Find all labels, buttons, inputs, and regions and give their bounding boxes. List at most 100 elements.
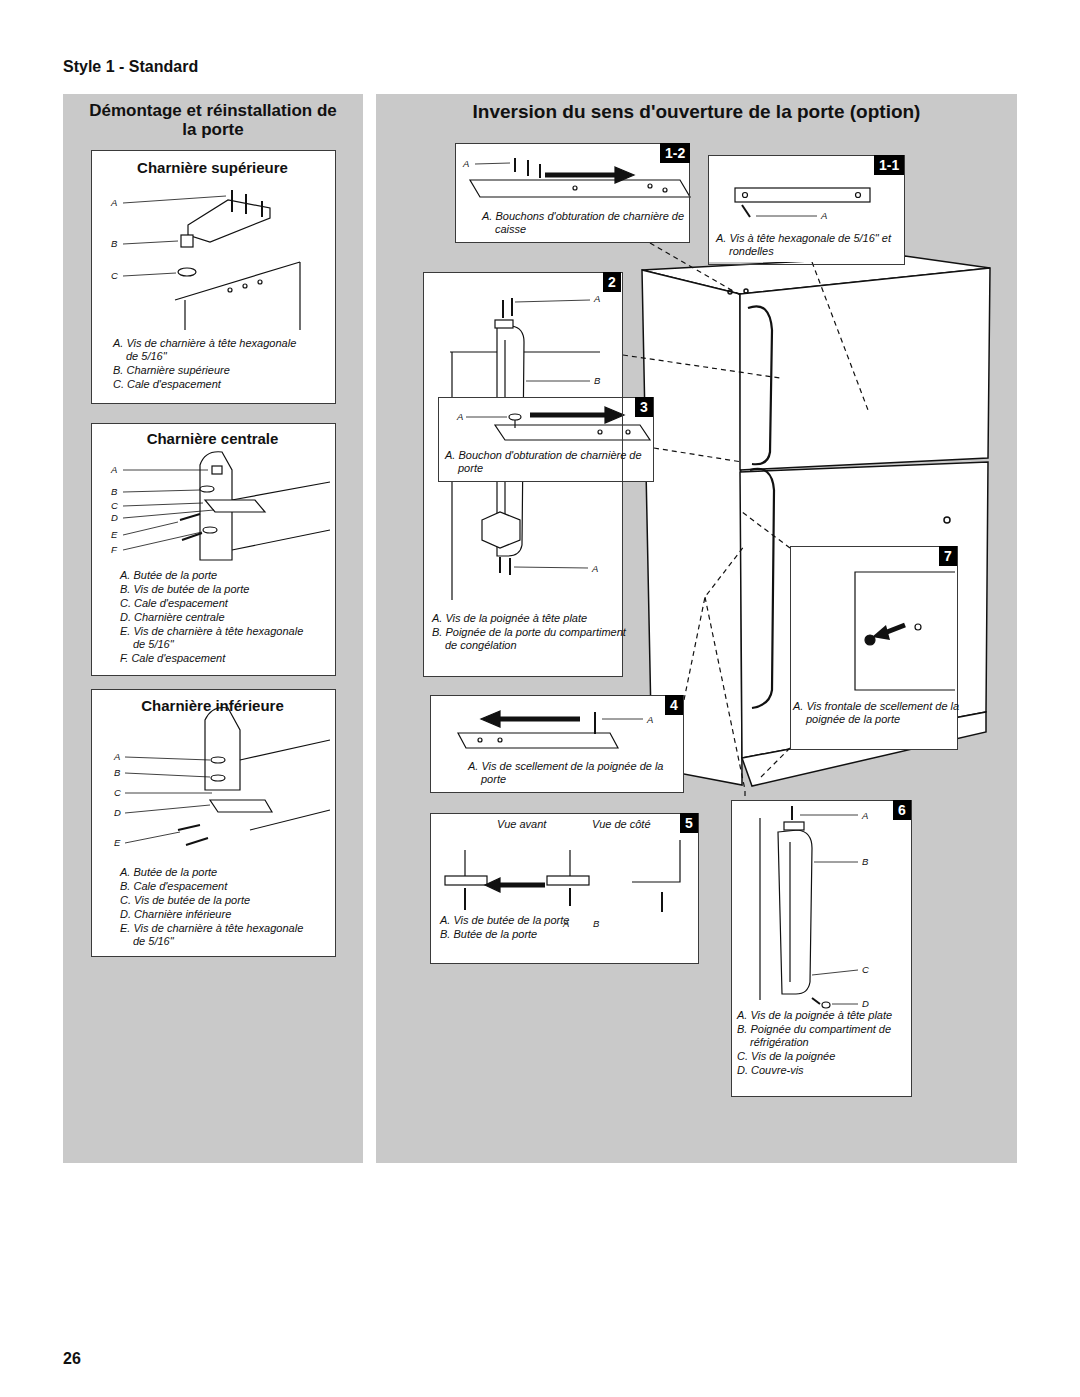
legend-entry: B. Charnière supérieure [113, 364, 301, 377]
part-letter: C [111, 500, 118, 511]
step-number: 7 [939, 546, 957, 566]
hinge-bolt-drawing [735, 188, 870, 202]
step-box: 4AA. Vis de scellement de la poignée de … [430, 695, 684, 793]
step-box: 3AA. Bouchon d'obturation de charnière d… [438, 397, 654, 482]
part-letter: D [114, 807, 121, 818]
top-hinge-drawing [123, 196, 226, 276]
cabinet-plug-drawing [573, 186, 577, 190]
door-stop-drawing [465, 850, 570, 876]
step-box: 1-2AA. Bouchons d'obturation de charnièr… [455, 143, 690, 243]
door-plug-drawing [495, 425, 650, 440]
refrigerator-drawing [740, 462, 988, 758]
door-stop-drawing [547, 876, 589, 885]
door-plug-drawing [605, 407, 624, 423]
front-screw-drawing [855, 572, 955, 690]
door-plug-drawing [509, 414, 521, 420]
door-stop-drawing [465, 888, 570, 910]
bottom-hinge-drawing [240, 740, 330, 830]
door-plug-drawing [598, 430, 602, 434]
hinge-bolt-drawing [856, 193, 861, 198]
legend-entry: A. Vis à tête hexagonale de 5/16" et ron… [716, 232, 912, 258]
top-hinge-drawing [175, 262, 300, 330]
section-panel: Inversion du sens d'ouverture de la port… [376, 94, 1017, 1163]
part-letter: B [111, 486, 117, 497]
hinge-bolt-drawing [735, 188, 870, 217]
part-letter: A [647, 714, 653, 725]
legend-entry: B. Poignée du compartiment de réfrigérat… [737, 1023, 918, 1049]
box-ground [91, 143, 958, 1097]
part-letter: A [457, 411, 463, 422]
top-hinge-drawing [188, 200, 270, 242]
bottom-hinge-drawing [178, 825, 208, 845]
legend-entry: A. Bouchon d'obturation de charnière de … [445, 449, 658, 475]
door-stop-drawing [632, 840, 680, 882]
step-box: Charnière centraleABCDEFA. Butée de la p… [91, 423, 336, 676]
page-number: 26 [63, 1349, 81, 1368]
seal-screw-drawing [458, 733, 618, 748]
step-box: Charnière supérieureABCA. Vis de charniè… [91, 150, 336, 404]
step-box: 1-1AA. Vis à tête hexagonale de 5/16" et… [708, 155, 905, 265]
centre-hinge-drawing [203, 527, 217, 533]
legend-entry: A. Bouchons d'obturation de charnière de… [482, 210, 690, 236]
refrigerator-drawing [744, 289, 748, 293]
box-heading: Charnière inférieure [91, 697, 334, 715]
panel-heading: Inversion du sens d'ouverture de la port… [376, 101, 1017, 123]
fridge-handle-drawing [789, 842, 790, 982]
box-heading: Charnière supérieure [91, 159, 334, 177]
part-letter: E [111, 529, 117, 540]
freezer-handle-drawing [482, 512, 520, 548]
door-stop-drawing [445, 840, 680, 912]
cabinet-plug-drawing [475, 163, 510, 164]
legend-entry: C. Vis de butée de la porte [120, 894, 308, 907]
dashed-leader [623, 355, 780, 378]
legend-entry: B. Cale d'espacement [120, 880, 308, 893]
step-number: 6 [893, 800, 911, 820]
legend-entry: F. Cale d'espacement [120, 652, 308, 665]
panel-ground [63, 94, 363, 1163]
door-stop-drawing [661, 892, 663, 912]
part-letter: B [114, 767, 120, 778]
part-letter: E [114, 837, 120, 848]
part-letter: A [592, 563, 598, 574]
legend-entry: A. Vis frontale de scellement de la poig… [793, 700, 966, 726]
freezer-handle-drawing [500, 557, 510, 575]
refrigerator-drawing [748, 306, 772, 464]
top-hinge-drawing [123, 190, 300, 330]
part-letter: A [594, 293, 600, 304]
dashed-leader [705, 597, 745, 800]
step-number: 3 [635, 397, 653, 417]
box-ground [455, 143, 690, 243]
door-plug-drawing [514, 420, 515, 428]
door-stop-drawing [445, 876, 487, 885]
panel-heading: Démontage et réinstallation de la porte [83, 101, 343, 139]
refrigerator-drawing [750, 469, 774, 708]
front-screw-drawing [855, 572, 955, 690]
cabinet-plug-drawing [648, 184, 652, 188]
part-letter: C [862, 964, 869, 975]
front-screw-drawing [887, 625, 905, 632]
refrigerator-drawing [944, 517, 950, 523]
part-letter: B [111, 238, 117, 249]
step-number: 4 [665, 695, 683, 715]
step-number: 1-1 [874, 155, 904, 175]
legend-entry: C. Cale d'espacement [113, 378, 301, 391]
legend-entry: E. Vis de charnière à tête hexagonale de… [120, 625, 308, 651]
part-letter: A [821, 210, 827, 221]
bottom-hinge-drawing [125, 708, 330, 846]
fridge-handle-drawing [759, 818, 760, 1000]
box-heading: Charnière centrale [91, 430, 334, 448]
seal-screw-drawing [500, 717, 580, 722]
legend-entry: A. Vis de la poignée à tête plate [737, 1009, 918, 1022]
seal-screw-drawing [481, 711, 500, 727]
cabinet-plug-drawing [545, 173, 615, 178]
part-letter: D [111, 512, 118, 523]
top-hinge-drawing [178, 268, 196, 276]
legend-entry: E. Vis de charnière à tête hexagonale de… [120, 922, 308, 948]
bottom-hinge-drawing [210, 800, 272, 812]
part-letter: A [111, 197, 117, 208]
part-letter: A [463, 158, 469, 169]
legend-entry: B. Butée de la porte [440, 928, 613, 941]
legend-entry: B. Poignée de la porte du compartiment d… [432, 626, 630, 652]
centre-hinge-drawing [212, 466, 222, 474]
box-ground [91, 150, 336, 404]
